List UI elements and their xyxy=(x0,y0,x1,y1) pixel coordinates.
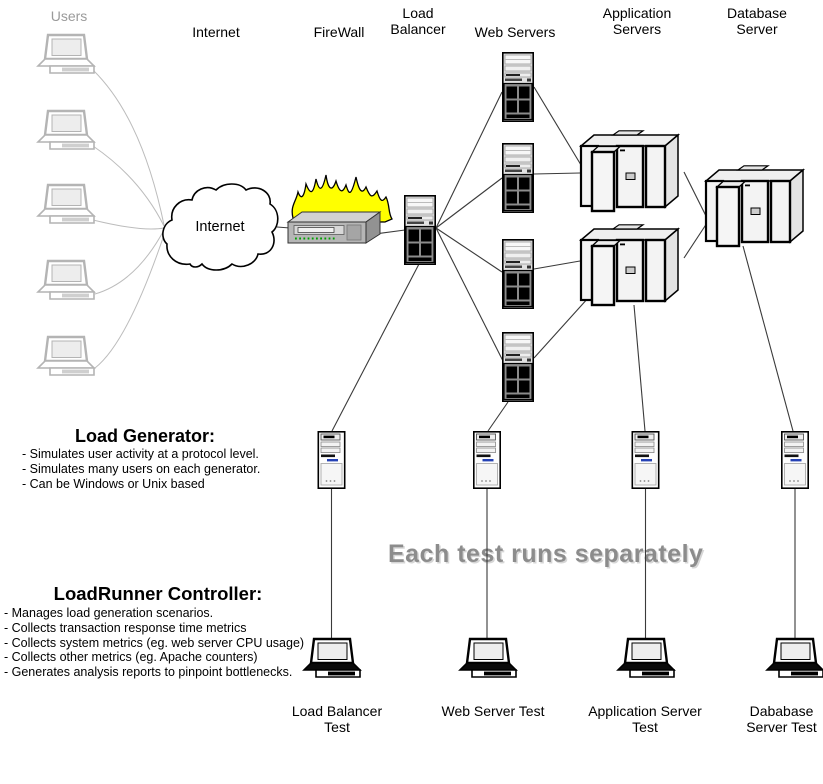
loadrunner-controller-bullets: - Manages load generation scenarios. - C… xyxy=(4,606,304,680)
network-links xyxy=(276,86,708,362)
bullet: - Collects transaction response time met… xyxy=(4,620,247,635)
bullet: - Generates analysis reports to pinpoint… xyxy=(4,665,293,680)
internet-label: Internet xyxy=(192,24,240,40)
user-laptop-icon xyxy=(36,109,96,151)
user-laptop-icon xyxy=(36,335,96,377)
watermark-text: Each test runs separately xyxy=(388,540,704,568)
controller-laptop-icon xyxy=(616,637,676,679)
load-generator-icon xyxy=(472,430,502,490)
users-label: Users xyxy=(50,8,88,24)
load-generator-icon xyxy=(317,430,346,490)
web-server-icon xyxy=(501,51,535,123)
test-links xyxy=(330,245,796,642)
application-server-test-label: Application Server Test xyxy=(588,703,702,735)
user-connection-curves xyxy=(92,69,166,369)
bullet: - Collects other metrics (eg. Apache cou… xyxy=(4,650,258,665)
bullet: - Can be Windows or Unix based xyxy=(22,477,205,492)
controller-laptop-icon xyxy=(302,637,362,679)
web-server-icon xyxy=(501,143,535,214)
user-laptop-icon xyxy=(36,259,96,301)
load-generator-title: Load Generator: xyxy=(74,426,216,446)
bullet: - Manages load generation scenarios. xyxy=(4,606,214,620)
cloud-text: Internet xyxy=(195,219,245,235)
load-balancer-test-label: Load Balancer Test xyxy=(291,703,383,735)
load-balancer-server-icon xyxy=(403,195,437,266)
load-balancer-label: Load Balancer xyxy=(390,5,446,37)
web-server-test-label: Web Server Test xyxy=(441,703,545,719)
load-generator-bullets: - Simulates user activity at a protocol … xyxy=(22,447,260,493)
loadrunner-controller-title: LoadRunner Controller: xyxy=(53,583,263,604)
database-server-icon xyxy=(704,164,805,248)
firewall-label: FireWall xyxy=(313,24,365,40)
application-servers-label: Application Servers xyxy=(602,5,672,37)
bullet: - Simulates many users on each generator… xyxy=(22,462,261,477)
controller-laptop-icon xyxy=(765,637,823,679)
user-laptop-icon xyxy=(36,183,96,225)
database-server-test-label: Dababase Server Test xyxy=(746,703,817,735)
application-server-icon xyxy=(579,223,680,307)
load-generator-icon xyxy=(780,430,810,490)
application-server-icon xyxy=(579,129,680,213)
firewall-flames-icon xyxy=(286,174,393,244)
controller-laptop-icon xyxy=(458,637,518,679)
web-servers-label: Web Servers xyxy=(474,24,556,40)
web-server-icon xyxy=(501,331,535,403)
load-generator-icon xyxy=(631,430,660,490)
internet-cloud-icon xyxy=(162,183,279,271)
bullet: - Collects system metrics (eg. web serve… xyxy=(4,635,305,650)
database-server-label: Database Server xyxy=(727,5,787,37)
web-server-icon xyxy=(501,239,535,310)
user-laptop-icon xyxy=(36,33,96,75)
bullet: - Simulates user activity at a protocol … xyxy=(22,447,259,461)
